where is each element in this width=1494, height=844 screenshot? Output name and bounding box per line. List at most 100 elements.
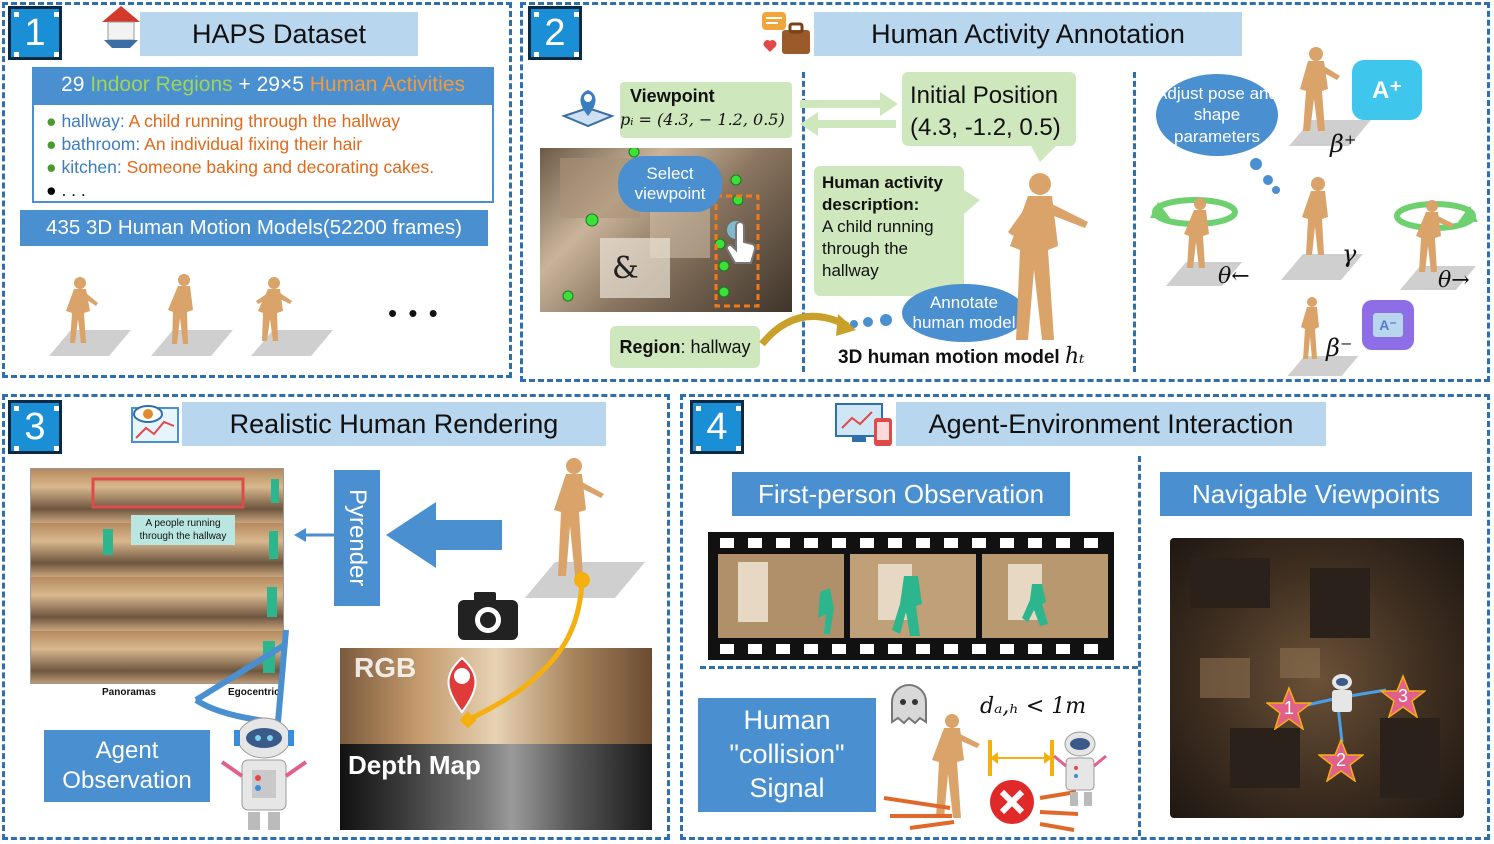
house-icon (100, 4, 142, 50)
panel-agent-environment-interaction (680, 394, 1490, 840)
rgb-label: RGB (354, 652, 417, 683)
viewpoint-bubble: Viewpoint (620, 82, 792, 138)
curved-arrow-icon (758, 304, 858, 359)
depth-map-label: Depth Map (348, 750, 481, 780)
viewpoint-star-3: 3 (1380, 674, 1426, 718)
bullet-icon: ● (46, 111, 57, 131)
bubble-tail (1030, 144, 1058, 162)
egocentric-label: Egocentric (228, 687, 280, 698)
region-value: : hallway (680, 336, 751, 357)
distance-formula: dₐ,ₕ < 1m (980, 694, 1087, 719)
model-label-text: 3D human motion model (838, 347, 1060, 368)
list-activity: An individual fixing their hair (144, 134, 363, 154)
film-strip (708, 532, 1114, 660)
more-dots: • • • (388, 298, 440, 328)
navigable-label: Navigable Viewpoints (1160, 472, 1472, 516)
adjust-text: Adjust pose and shape parameters (1156, 84, 1278, 146)
list-ellipsis: . . . (61, 180, 86, 200)
depth-map-image (340, 744, 652, 830)
a-minus-icon: A⁻ (1362, 300, 1414, 350)
robot-icon (1050, 730, 1110, 813)
cross-icon (988, 778, 1036, 831)
region-bubble: Region : hallway (610, 326, 760, 368)
panel4-title: Agent-Environment Interaction (896, 402, 1326, 446)
human-model-icon (1292, 46, 1342, 141)
viewpoint-3-label: 3 (1397, 686, 1408, 706)
panoramas-label: Panoramas (102, 687, 156, 698)
viewpoint-star-2: 2 (1318, 738, 1364, 782)
ghost-icon (886, 682, 932, 733)
list-region: kitchen: (61, 157, 122, 177)
first-person-label: First-person Observation (732, 472, 1070, 516)
model-symbol: hₜ (1064, 344, 1085, 369)
stats-mid: + 29×5 (232, 73, 310, 96)
location-pin-icon (558, 82, 618, 137)
theta-left-label: θ← (1218, 264, 1250, 289)
motion-models-label: 435 3D Human Motion Models(52200 frames) (20, 210, 488, 246)
initial-position-label: Initial Position (910, 82, 1059, 109)
panel2-title: Human Activity Annotation (814, 12, 1242, 56)
viewpoint-formula: pᵢ = (4.3, − 1.2, 0.5) (620, 110, 785, 129)
bullet-icon: ● (46, 134, 57, 154)
bullet-icon: ● (46, 157, 57, 177)
human-model-icon (926, 712, 986, 831)
panel-realistic-human-rendering (2, 394, 670, 840)
trajectory-path (459, 570, 600, 735)
pyrender-text: Pyrender (344, 489, 371, 587)
list-item: ● hallway: A child running through the h… (46, 111, 492, 134)
robot-icon (212, 716, 316, 839)
list-activity: Someone baking and decorating cakes. (126, 157, 435, 177)
viewpoint-2-label: 2 (1335, 750, 1346, 770)
list-item: ● . . . (46, 180, 492, 203)
divider (802, 72, 805, 372)
list-region: hallway: (61, 111, 125, 131)
divider (1138, 456, 1141, 836)
arrow-left-icon (294, 524, 336, 551)
collision-zone (986, 738, 1058, 783)
human-model-icon (252, 275, 296, 352)
camera-icon (456, 590, 520, 647)
panel-human-activity-annotation (520, 2, 1490, 382)
agent-observation-label: Agent Observation (44, 730, 210, 802)
initial-position-bubble: Initial Position (4.3, -1.2, 0.5) (902, 72, 1076, 146)
list-item: ● kitchen: Someone baking and decorating… (46, 157, 492, 180)
caption-line2: through the hallway (139, 531, 227, 542)
list-activity: A child running through the hallway (128, 111, 401, 131)
panel3-title: Realistic Human Rendering (182, 402, 606, 446)
panel-haps-dataset (2, 2, 512, 378)
eye-chart-icon (128, 400, 182, 448)
panel-number-1: 1 (8, 6, 62, 60)
robot-marker-icon (1324, 672, 1360, 721)
stats-prefix: 29 (61, 73, 91, 96)
human-model-icon (164, 272, 204, 355)
viewpoint-label: Viewpoint (630, 86, 715, 106)
human-model-icon (60, 275, 100, 355)
collision-signal-text: Human "collision" Signal (729, 705, 845, 803)
human-model-icon (1296, 176, 1340, 271)
monitor-phone-icon (834, 402, 896, 453)
annotate-cloud: Annotate human model (902, 284, 1026, 342)
beta-plus-label: β⁺ (1330, 130, 1357, 158)
panel-number-2: 2 (528, 6, 582, 60)
viewpoint-star-1: 1 (1266, 686, 1312, 730)
initial-position-value: (4.3, -1.2, 0.5) (910, 114, 1061, 141)
human-model-icon (1414, 198, 1458, 285)
stats-bar: 29 Indoor Regions + 29×5 Human Activitie… (32, 67, 494, 103)
list-item: ● bathroom: An individual fixing their h… (46, 134, 492, 157)
divider (1133, 72, 1136, 372)
human-model-icon (1180, 196, 1220, 281)
panel-number-4: 4 (690, 400, 744, 454)
activity-description-bubble: Human activity description: A child runn… (814, 166, 964, 296)
navigable-map-image (1170, 538, 1464, 818)
a-plus-icon: A⁺ (1352, 60, 1422, 120)
caption-line1: A people running (145, 518, 221, 529)
list-region: bathroom: (61, 134, 141, 154)
stats-activities: Human Activities (309, 73, 465, 96)
pyrender-label: Pyrender (334, 470, 380, 606)
bullet-icon: ● (46, 180, 57, 200)
beta-minus-label: β⁻ (1326, 334, 1353, 362)
agent-observation-text: Agent Observation (62, 737, 192, 794)
gamma-label: γ (1342, 240, 1357, 268)
description-label: Human activity description: (822, 173, 943, 215)
rgb-image (340, 648, 652, 744)
